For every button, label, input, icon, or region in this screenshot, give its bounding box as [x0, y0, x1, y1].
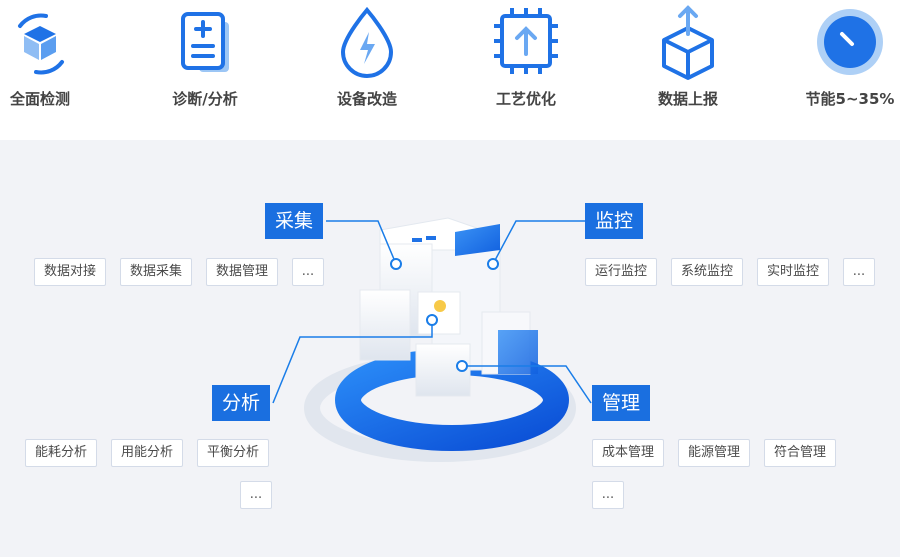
tag-data-integration[interactable]: 数据对接: [34, 258, 107, 286]
feature-label: 诊断/分析: [172, 90, 238, 108]
tag-realtime-monitor[interactable]: 实时监控: [757, 258, 830, 286]
feature-label: 节能5~35%: [805, 90, 895, 108]
feature-diagnosis[interactable]: 诊断/分析: [145, 0, 265, 130]
analyze-hub-dot: [426, 314, 438, 326]
tag-data-collection[interactable]: 数据采集: [120, 258, 193, 286]
category-collect[interactable]: 采集: [265, 203, 324, 239]
solution-diagram: 采集 数据对接 数据采集 数据管理 ... 监控 运行监控 系统监控 实时监控 …: [0, 140, 900, 557]
feature-process-optimization[interactable]: 工艺优化: [466, 0, 586, 130]
category-analyze[interactable]: 分析: [212, 385, 271, 421]
tag-energy-consumption-analysis[interactable]: 能耗分析: [25, 439, 98, 467]
feature-label: 工艺优化: [495, 90, 556, 108]
collect-hub-dot: [390, 258, 402, 270]
feature-full-detection[interactable]: 全面检测: [0, 0, 100, 130]
tag-compliance-management[interactable]: 符合管理: [764, 439, 837, 467]
category-monitor[interactable]: 监控: [585, 203, 644, 239]
tag-collect-more[interactable]: ...: [292, 258, 324, 286]
water-drop-bolt-icon: [340, 6, 394, 78]
feature-label: 设备改造: [336, 90, 397, 108]
diagnosis-document-icon: [181, 12, 229, 72]
tag-operation-monitor[interactable]: 运行监控: [585, 258, 658, 286]
tag-balance-analysis[interactable]: 平衡分析: [197, 439, 270, 467]
feature-label: 全面检测: [9, 90, 70, 108]
tag-manage-more[interactable]: ...: [592, 481, 624, 509]
tag-energy-management[interactable]: 能源管理: [678, 439, 751, 467]
tag-system-monitor[interactable]: 系统监控: [671, 258, 744, 286]
tag-data-management[interactable]: 数据管理: [206, 258, 279, 286]
feature-equipment-retrofit[interactable]: 设备改造: [307, 0, 427, 130]
platform-illustration: [272, 217, 592, 462]
feature-strip: 全面检测 诊断/分析 设备改造 工艺优化 数据上: [0, 0, 900, 140]
feature-energy-saving[interactable]: 节能5~35%: [790, 0, 900, 130]
feature-label: 数据上报: [657, 90, 718, 108]
gauge-icon: [817, 9, 883, 75]
tag-monitor-more[interactable]: ...: [843, 258, 875, 286]
monitor-hub-dot: [487, 258, 499, 270]
feature-data-report[interactable]: 数据上报: [628, 0, 748, 130]
tag-energy-use-analysis[interactable]: 用能分析: [111, 439, 184, 467]
tag-cost-management[interactable]: 成本管理: [592, 439, 665, 467]
box-upload-icon: [662, 5, 714, 80]
manage-hub-dot: [456, 360, 468, 372]
chip-upload-icon: [494, 8, 558, 74]
cube-scan-icon: [18, 13, 64, 75]
tag-analyze-more[interactable]: ...: [240, 481, 272, 509]
category-manage[interactable]: 管理: [592, 385, 651, 421]
